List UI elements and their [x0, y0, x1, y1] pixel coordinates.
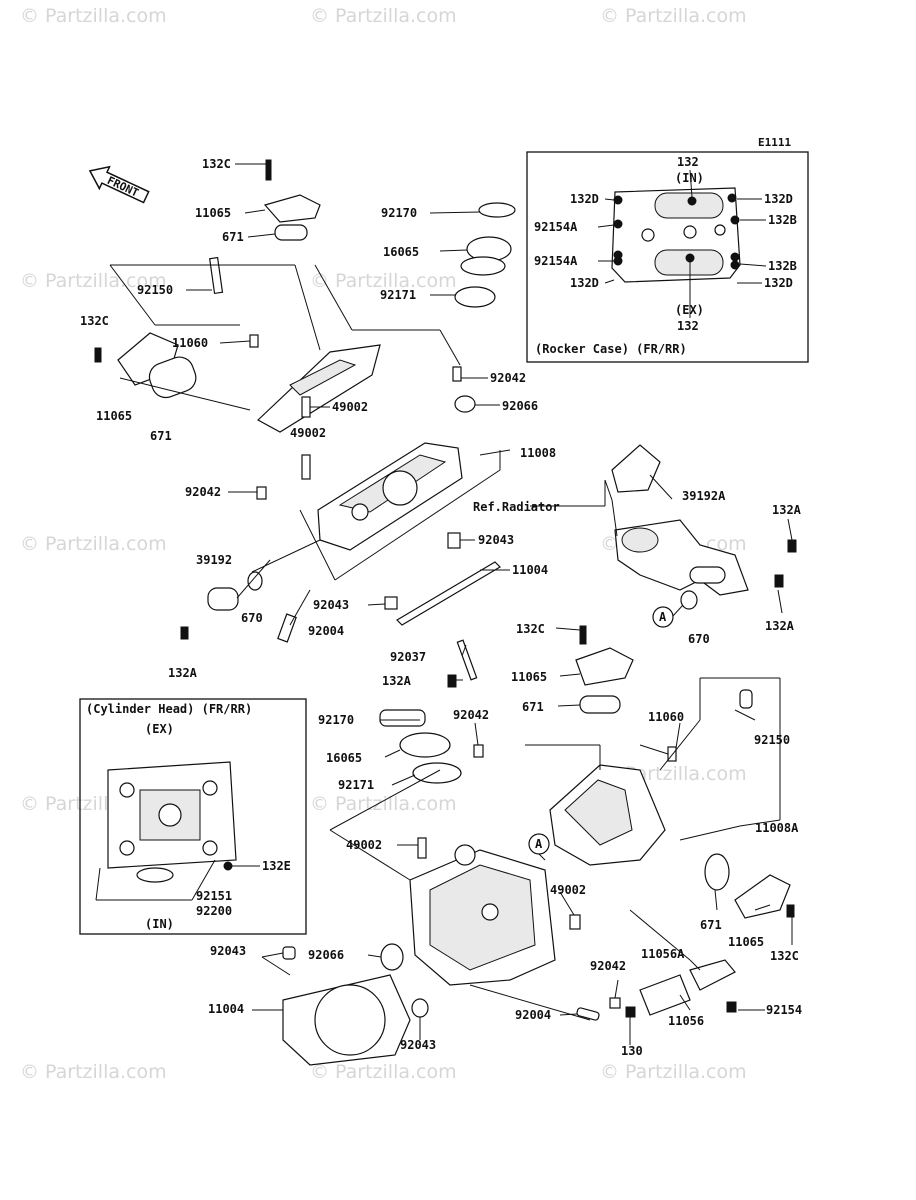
head-label: 132E — [262, 859, 291, 873]
rocker-label: 92154A — [534, 254, 578, 268]
radiator-assembly — [604, 444, 797, 610]
watermark: © Partzilla.com — [310, 5, 457, 27]
part-label: 16065 — [326, 751, 362, 765]
part-label: 92171 — [380, 288, 416, 302]
ref-radiator-label: Ref.Radiator — [473, 500, 560, 514]
rocker-label: 132B — [768, 213, 797, 227]
part-label: 92043 — [210, 944, 246, 958]
part-label: 11065 — [96, 409, 132, 423]
part-label: 92042 — [185, 485, 221, 499]
rocker-ex-label: (EX) — [675, 303, 704, 317]
cylinder-head-inset: (EX) 132E 92151 92200 (IN) (Cylinder Hea… — [79, 698, 307, 935]
part-label: 11008A — [755, 821, 799, 835]
part-label: 11004 — [208, 1002, 244, 1016]
rocker-label: 92154A — [534, 220, 578, 234]
rocker-case-inset: 132 (IN) 132D 132D 92154A 132B 92154A 13… — [526, 151, 809, 363]
head-caption: (Cylinder Head) (FR/RR) — [86, 702, 252, 716]
part-label: 11065 — [511, 670, 547, 684]
watermark: © Partzilla.com — [310, 1061, 457, 1083]
part-label: 49002 — [346, 838, 382, 852]
rocker-label: 132D — [764, 192, 793, 206]
part-label: 132C — [80, 314, 109, 328]
part-label: 671 — [150, 429, 172, 443]
rocker-label: 132D — [764, 276, 793, 290]
part-label: 92042 — [590, 959, 626, 973]
callout-a-label: A — [535, 837, 543, 851]
part-label: 92150 — [137, 283, 173, 297]
rocker-label: 132B — [768, 259, 797, 273]
front-label: FRONT — [105, 174, 141, 200]
part-label: 92066 — [308, 948, 344, 962]
part-label: 92042 — [453, 708, 489, 722]
part-label: 671 — [222, 230, 244, 244]
part-label: 11056 — [668, 1014, 704, 1028]
part-label: 49002 — [290, 426, 326, 440]
part-label: 11065 — [195, 206, 231, 220]
part-label: 132A — [772, 503, 802, 517]
watermark: © Partzilla.com — [310, 793, 457, 815]
leader-lines — [109, 163, 793, 1045]
part-label: 92004 — [308, 624, 344, 638]
part-label: 671 — [700, 918, 722, 932]
part-label: 92037 — [390, 650, 426, 664]
rocker-caption: (Rocker Case) (FR/RR) — [535, 342, 687, 356]
part-label: 92043 — [313, 598, 349, 612]
part-label: 132C — [202, 157, 231, 171]
head-ex-label: (EX) — [145, 722, 174, 736]
rocker-label: 132 — [677, 319, 699, 333]
head-label: 92200 — [196, 904, 232, 918]
part-label: 11004 — [512, 563, 548, 577]
part-label: 11060 — [648, 710, 684, 724]
front-arrow: FRONT — [88, 165, 150, 204]
watermark: © Partzilla.com — [310, 270, 457, 292]
part-label: 92066 — [502, 399, 538, 413]
part-label: 132A — [168, 666, 198, 680]
lower-assembly — [282, 625, 795, 1066]
part-label: 92043 — [478, 533, 514, 547]
rocker-label: 132D — [570, 192, 599, 206]
part-label: 92042 — [490, 371, 526, 385]
watermark: © Partzilla.com — [20, 533, 167, 555]
part-label: 16065 — [383, 245, 419, 259]
watermark: © Partzilla.com — [600, 5, 747, 27]
part-label: 92171 — [338, 778, 374, 792]
upper-assembly — [94, 159, 516, 643]
part-label: 11065 — [728, 935, 764, 949]
part-label: 670 — [241, 611, 263, 625]
part-label: 49002 — [332, 400, 368, 414]
part-label: 11060 — [172, 336, 208, 350]
part-label: 92150 — [754, 733, 790, 747]
part-label: 92043 — [400, 1038, 436, 1052]
part-labels: 132C 11065 671 92170 16065 92150 92171 1… — [80, 157, 802, 1058]
watermark: © Partzilla.com — [20, 1061, 167, 1083]
callout-a-label: A — [659, 610, 667, 624]
part-label: 671 — [522, 700, 544, 714]
part-label: 132C — [516, 622, 545, 636]
part-label: 39192 — [196, 553, 232, 567]
part-label: 130 — [621, 1044, 643, 1058]
part-label: 92170 — [318, 713, 354, 727]
part-label: 670 — [688, 632, 710, 646]
rocker-label: 132D — [570, 276, 599, 290]
rocker-in-label: (IN) — [675, 171, 704, 185]
part-label: 132A — [382, 674, 412, 688]
part-label: 92170 — [381, 206, 417, 220]
diagram-code: E1111 — [758, 136, 791, 149]
part-label: 11056A — [641, 947, 685, 961]
part-label: 132C — [770, 949, 799, 963]
part-label: 132A — [765, 619, 795, 633]
head-in-label: (IN) — [145, 917, 174, 931]
callout-a: A A — [528, 606, 674, 855]
head-label: 92151 — [196, 889, 232, 903]
watermark: © Partzilla.com — [20, 5, 167, 27]
part-label: 11008 — [520, 446, 556, 460]
part-label: 92154 — [766, 1003, 802, 1017]
watermark: © Partzilla.com — [20, 270, 167, 292]
rocker-label: 132 — [677, 155, 699, 169]
part-label: 39192A — [682, 489, 726, 503]
watermark: © Partzilla.com — [600, 1061, 747, 1083]
part-label: 92004 — [515, 1008, 551, 1022]
part-label: 49002 — [550, 883, 586, 897]
